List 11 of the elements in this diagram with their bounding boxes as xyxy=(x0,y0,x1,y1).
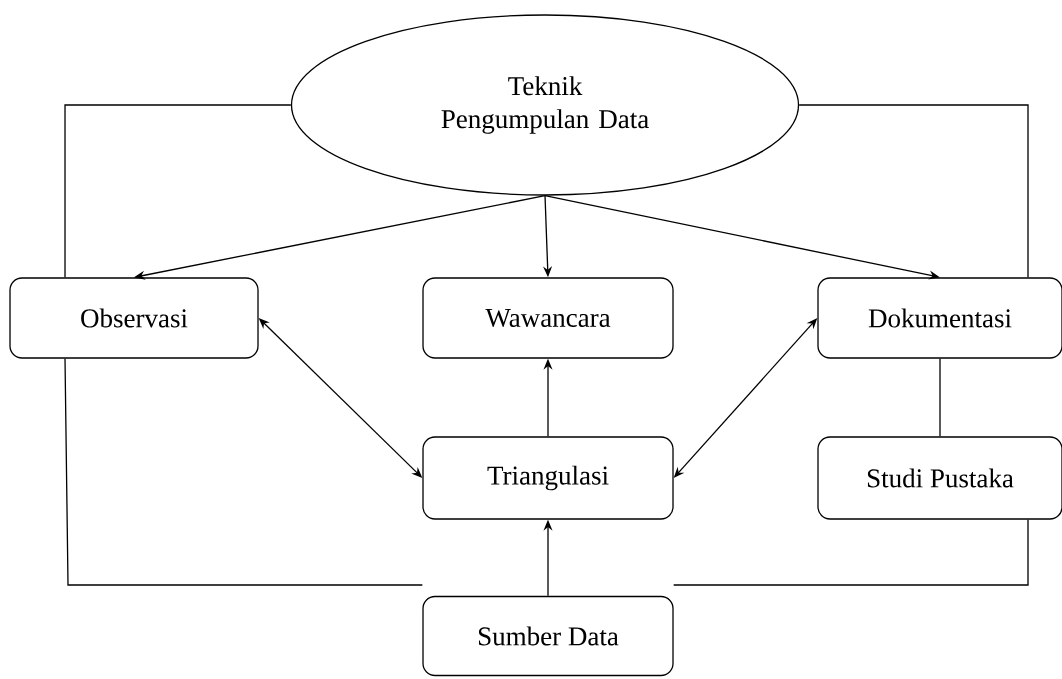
process-box: Dokumentasi xyxy=(817,277,1062,359)
connector-line xyxy=(673,519,1029,586)
process-box: Observasi xyxy=(9,277,259,359)
process-box: Wawancara xyxy=(422,277,674,359)
process-box: Studi Pustaka xyxy=(817,436,1062,520)
connector-line xyxy=(64,358,423,586)
connector-line xyxy=(939,358,941,437)
process-box: Sumber Data xyxy=(422,595,674,677)
connector-line xyxy=(64,104,292,278)
connector-line xyxy=(798,104,1029,278)
process-box: Triangulasi xyxy=(422,436,674,520)
